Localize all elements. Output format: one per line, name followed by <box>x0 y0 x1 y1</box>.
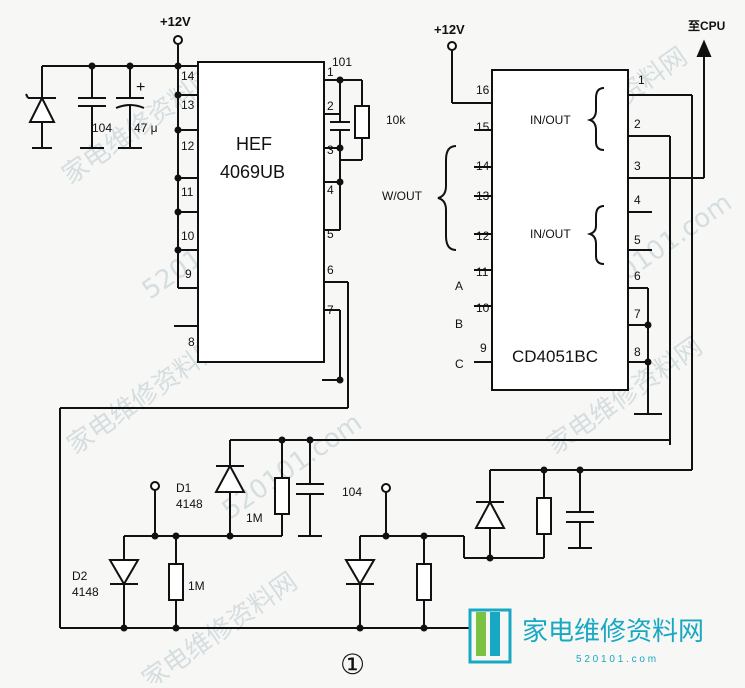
c3-label: 104 <box>342 485 362 499</box>
ic1-pin-4: 4 <box>327 183 334 197</box>
ic2-pin-7: 7 <box>634 307 641 321</box>
vcc-right-terminal <box>447 41 457 51</box>
resistor-r4 <box>416 563 432 601</box>
ic1-hef4069ub <box>197 61 325 363</box>
d1-label: D1 <box>176 481 192 495</box>
ic1-name-line2: 4069UB <box>220 162 285 182</box>
label-10k: 10k <box>386 113 406 127</box>
ic1-pin-6: 6 <box>327 263 334 277</box>
ic2-pin-2: 2 <box>634 117 641 131</box>
ic1-pin-1: 1 <box>327 65 334 79</box>
ic2-pin-9: 9 <box>480 341 487 355</box>
d2-part: 4148 <box>72 585 99 599</box>
resistor-1m-b <box>168 563 184 601</box>
junctions <box>88 62 652 632</box>
ic2-pin-1: 1 <box>638 73 645 87</box>
ic2-group-wout: W/OUT <box>382 189 423 203</box>
ic2-pin-8: 8 <box>634 345 641 359</box>
wires <box>25 35 712 629</box>
watermark-site-5: 家电维修资料网 <box>137 567 303 683</box>
ic2-addr-b: B <box>455 317 463 331</box>
ic2-group-inout-top: IN/OUT <box>530 113 571 127</box>
ic2-pin-13: 13 <box>476 189 490 203</box>
resistor-r5 <box>536 497 552 535</box>
logo-site-name: 家电维修资料网 <box>522 617 704 647</box>
to-cpu-label: 至CPU <box>688 19 725 33</box>
vcc-right-label: +12V <box>434 22 465 37</box>
ic2-pin-6: 6 <box>634 269 641 283</box>
plus-sign: + <box>136 79 145 96</box>
ic2-name: CD4051BC <box>512 347 598 366</box>
ic2-pin-12: 12 <box>476 229 490 243</box>
ic1-pin-12: 12 <box>181 139 195 153</box>
ic2-addr-a: A <box>455 279 463 293</box>
ic2-group-inout-bottom: IN/OUT <box>530 227 571 241</box>
ic2-addr-c: C <box>455 357 464 371</box>
ic1-pin-9: 9 <box>185 267 192 281</box>
ic2-pin-4: 4 <box>634 193 641 207</box>
ic1-pin-2: 2 <box>327 99 334 113</box>
logo-domain: 5 2 0 1 0 1 . c o m <box>576 654 656 665</box>
d1-part: 4148 <box>176 497 203 511</box>
ic1-pin-8: 8 <box>188 335 195 349</box>
ic1-pin-10: 10 <box>181 229 195 243</box>
diode-d3 <box>344 559 376 586</box>
ic2-pin-16: 16 <box>476 83 490 97</box>
ic1-pin-3: 3 <box>327 143 334 157</box>
ic2-pin-15: 15 <box>476 120 490 134</box>
ic1-pin-13: 13 <box>181 98 195 112</box>
resistor-1m-a <box>274 477 290 515</box>
r1m-b-label: 1M <box>188 579 205 593</box>
diode-d4 <box>474 499 506 529</box>
label-47u: 47 μ <box>134 121 158 135</box>
vcc-left-label: +12V <box>160 14 191 29</box>
test-point-2 <box>381 483 391 493</box>
ic1-name-line1: HEF <box>236 134 272 154</box>
ic1-pin-7: 7 <box>327 303 334 317</box>
ic1-pin-14: 14 <box>181 69 195 83</box>
test-point-1 <box>150 481 160 491</box>
ic2-pin-5: 5 <box>634 233 641 247</box>
vcc-left-terminal <box>173 35 183 45</box>
ic1-pin-5: 5 <box>327 227 334 241</box>
resistor-10k <box>354 105 370 139</box>
figure-number: ① <box>340 649 365 680</box>
ic1-pin-11: 11 <box>181 185 194 199</box>
label-104: 104 <box>92 121 112 135</box>
ic2-cd4051bc <box>491 69 629 391</box>
diode-d2 <box>108 559 140 586</box>
d2-label: D2 <box>72 569 88 583</box>
zener-diode <box>28 95 56 123</box>
to-cpu-arrow <box>696 39 712 57</box>
ic2-pin-3: 3 <box>634 159 641 173</box>
label-101: 101 <box>332 55 352 69</box>
site-logo: 家电维修资料网 5 2 0 1 0 1 . c o m <box>468 608 704 665</box>
diode-d1 <box>214 463 246 493</box>
r1m-a-label: 1M <box>246 511 263 525</box>
ic2-pin-14: 14 <box>476 159 490 173</box>
ic2-pin-10: 10 <box>476 301 490 315</box>
ic2-pin-11: 11 <box>476 265 489 279</box>
